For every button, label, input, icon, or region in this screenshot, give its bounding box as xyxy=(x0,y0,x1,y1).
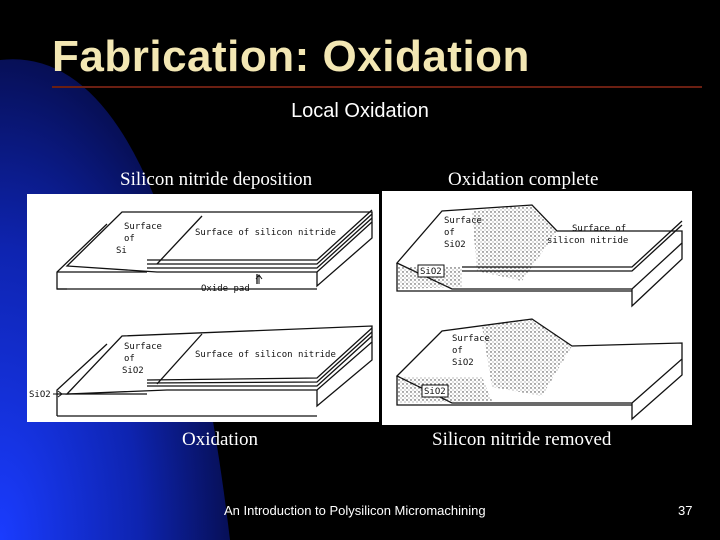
tl-label-si: Si xyxy=(116,246,127,256)
title-divider xyxy=(52,86,702,88)
right-diagram-panel: Surface of SiO2 Surface of silicon nitri… xyxy=(382,191,692,425)
sio2-arrow-icon xyxy=(53,390,63,398)
top-oxide-shading xyxy=(472,205,557,281)
tr-label-surface: Surface xyxy=(444,216,482,226)
slide-subtitle: Local Oxidation xyxy=(291,100,429,122)
page-number: 37 xyxy=(678,503,693,518)
oxide-pad-arrow-icon xyxy=(255,274,263,284)
right-diagram: Surface of SiO2 Surface of silicon nitri… xyxy=(395,204,683,421)
br-sio2-box xyxy=(421,384,449,398)
tl-label-of: of xyxy=(124,234,135,244)
tr-label-nitride-2: silicon nitride xyxy=(547,236,628,246)
caption-silicon-nitride-removed: Silicon nitride removed xyxy=(432,429,612,450)
slide-footer: An Introduction to Polysilicon Micromach… xyxy=(224,503,486,518)
left-diagram: Surface of Si Surface of silicon nitride… xyxy=(29,209,373,417)
bl-label-surface: Surface xyxy=(124,342,162,352)
tl-label-nitride: Surface of silicon nitride xyxy=(195,228,336,238)
br-label-of: of xyxy=(452,346,463,356)
caption-oxidation: Oxidation xyxy=(182,429,258,450)
tr-label-sio2: SiO2 xyxy=(444,240,466,250)
top-field-oxide xyxy=(398,267,462,289)
tl-label-surface: Surface xyxy=(124,222,162,232)
left-diagram-panel: Surface of Si Surface of silicon nitride… xyxy=(27,194,379,422)
br-label-sio2: SiO2 xyxy=(452,358,474,368)
bl-label-sio2: SiO2 xyxy=(122,366,144,376)
caption-silicon-nitride-deposition: Silicon nitride deposition xyxy=(120,169,313,190)
tr-label-nitride-1: Surface of xyxy=(572,224,626,234)
tr-label-of: of xyxy=(444,228,455,238)
bl-label-nitride: Surface of silicon nitride xyxy=(195,350,336,360)
bottom-oxide-shading xyxy=(482,319,572,396)
caption-oxidation-complete: Oxidation complete xyxy=(448,169,599,190)
br-label-surface: Surface xyxy=(452,334,490,344)
tr-sio2-box xyxy=(417,264,445,278)
br-box-label: SiO2 xyxy=(424,387,446,397)
slide-title: Fabrication: Oxidation xyxy=(52,32,530,81)
tr-box-label: SiO2 xyxy=(420,267,442,277)
bl-label-of: of xyxy=(124,354,135,364)
tl-label-oxide-pad: Oxide pad xyxy=(201,284,250,294)
bl-label-sio2-arrow: SiO2 xyxy=(29,390,51,400)
